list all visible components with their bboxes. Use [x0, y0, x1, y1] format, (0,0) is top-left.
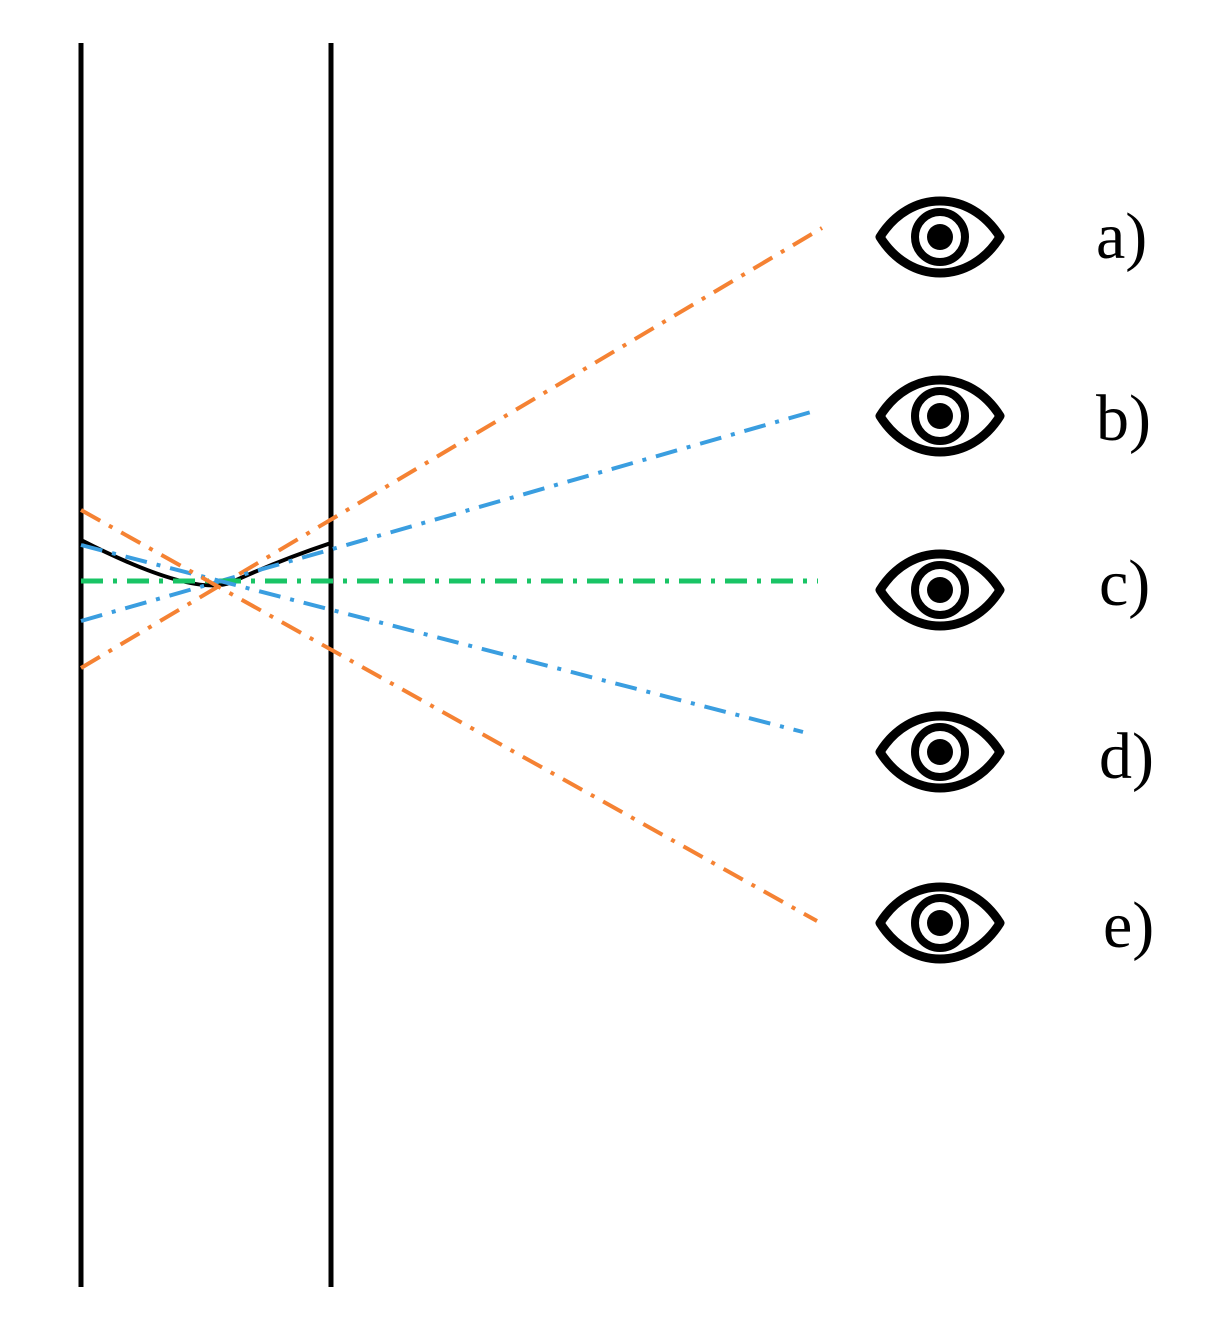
- eye-icon: [880, 716, 1000, 788]
- viewpoint-label-d: d): [1099, 720, 1154, 793]
- eye-icon: [880, 554, 1000, 626]
- viewpoint-label-b: b): [1096, 382, 1151, 455]
- eye-icon: [880, 380, 1000, 452]
- sight-line-b: [80, 408, 819, 623]
- viewpoint-label-c: c): [1099, 547, 1150, 620]
- sight-line-a: [79, 226, 824, 670]
- viewpoint-label-e: e): [1103, 889, 1154, 962]
- sight-line-d: [80, 543, 804, 734]
- viewpoint-label-a: a): [1096, 200, 1147, 273]
- eye-icon: [880, 201, 1000, 273]
- eye-icon: [880, 887, 1000, 959]
- sight-line-e: [80, 508, 818, 923]
